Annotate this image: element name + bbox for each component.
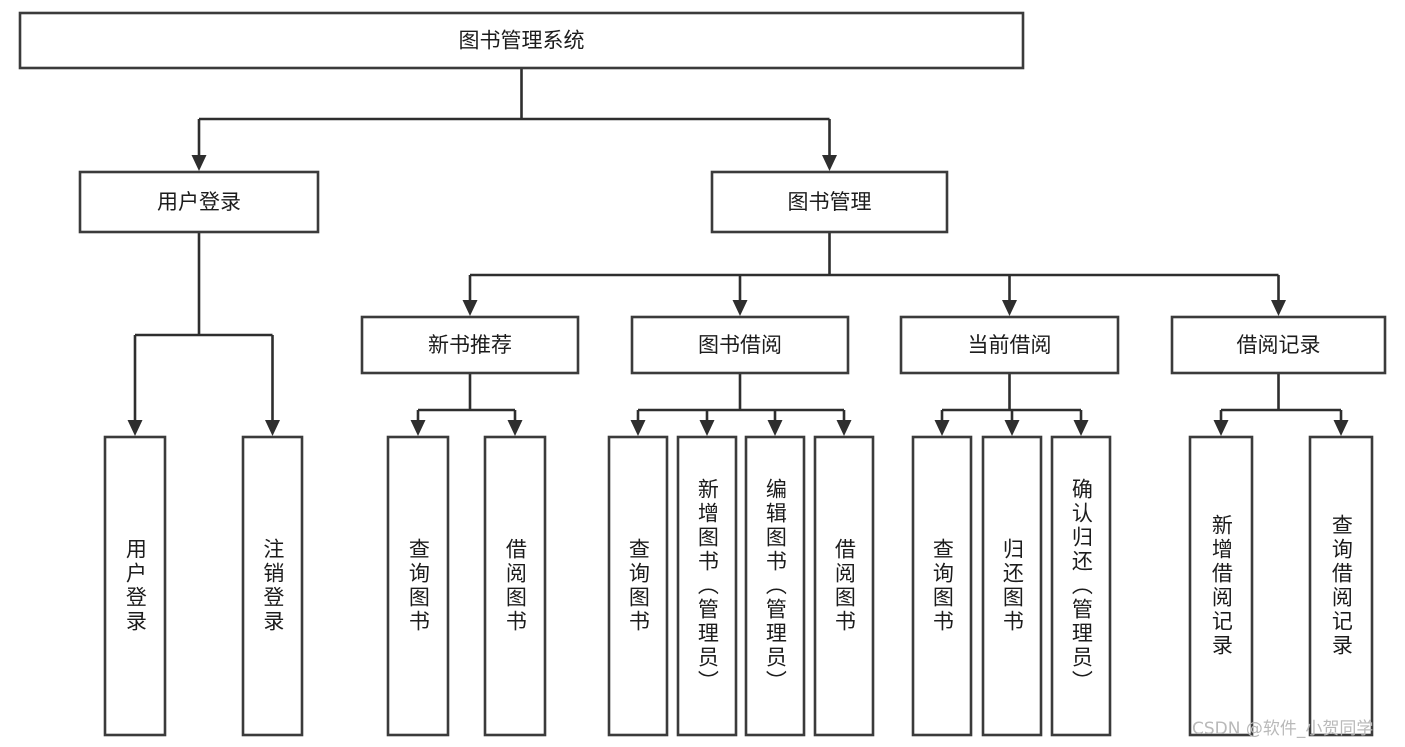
node-box-cur-confirm[interactable]: [1050, 435, 1112, 737]
node-label-borrow: 图书借阅: [698, 333, 782, 357]
csdn-watermark: CSDN @软件_小贺同学: [1192, 719, 1374, 739]
arrow-head-rec-query: [1333, 420, 1349, 436]
arrow-head-br-add: [699, 420, 715, 436]
arrow-head-br-edit: [767, 420, 783, 436]
node-label-bookmgmt: 图书管理: [788, 190, 872, 214]
arrow-head-newbook: [462, 300, 478, 316]
node-box-cur-return[interactable]: [981, 435, 1043, 737]
node-box-br-add[interactable]: [676, 435, 738, 737]
node-box-br-lend[interactable]: [813, 435, 875, 737]
connector-layer: [127, 68, 1349, 436]
arrow-head-login-do: [127, 420, 143, 436]
arrow-head-login-out: [265, 420, 280, 436]
node-box-login[interactable]: [78, 170, 320, 234]
node-box-bookmgmt[interactable]: [710, 170, 949, 234]
node-box-br-edit[interactable]: [744, 435, 806, 737]
node-label-current: 当前借阅: [968, 333, 1052, 357]
node-label-login: 用户登录: [157, 190, 241, 214]
node-box-login-out[interactable]: [241, 435, 304, 737]
node-box-login-do[interactable]: [103, 435, 167, 737]
arrow-head-br-lend: [836, 420, 852, 436]
arrow-head-bookmgmt: [822, 155, 837, 171]
node-box-newbook[interactable]: [360, 315, 580, 375]
arrow-head-new-query: [410, 420, 426, 436]
arrow-head-login: [191, 155, 207, 171]
node-box-rec-add[interactable]: [1188, 435, 1254, 737]
arrow-head-current: [1002, 300, 1017, 316]
arrow-head-borrow: [732, 300, 748, 316]
node-box-records[interactable]: [1170, 315, 1387, 375]
arrow-head-cur-confirm: [1073, 420, 1089, 436]
node-box-rec-query[interactable]: [1308, 435, 1374, 737]
arrow-head-rec-add: [1213, 420, 1229, 436]
node-label-root: 图书管理系统: [459, 29, 585, 53]
node-box-br-query[interactable]: [607, 435, 669, 737]
node-box-borrow[interactable]: [630, 315, 850, 375]
node-label-newbook: 新书推荐: [428, 333, 512, 357]
node-box-root[interactable]: [18, 11, 1025, 70]
node-label-records: 借阅记录: [1237, 333, 1321, 357]
node-box-cur-query[interactable]: [911, 435, 973, 737]
arrow-head-cur-query: [934, 420, 950, 436]
node-box-new-query[interactable]: [386, 435, 450, 737]
arrow-head-records: [1271, 300, 1286, 316]
node-box-new-borrow[interactable]: [483, 435, 547, 737]
arrow-head-cur-return: [1004, 420, 1020, 436]
arrow-head-br-query: [630, 420, 646, 436]
arrow-head-new-borrow: [507, 420, 523, 436]
node-box-layer: [18, 11, 1387, 737]
node-box-current[interactable]: [899, 315, 1120, 375]
